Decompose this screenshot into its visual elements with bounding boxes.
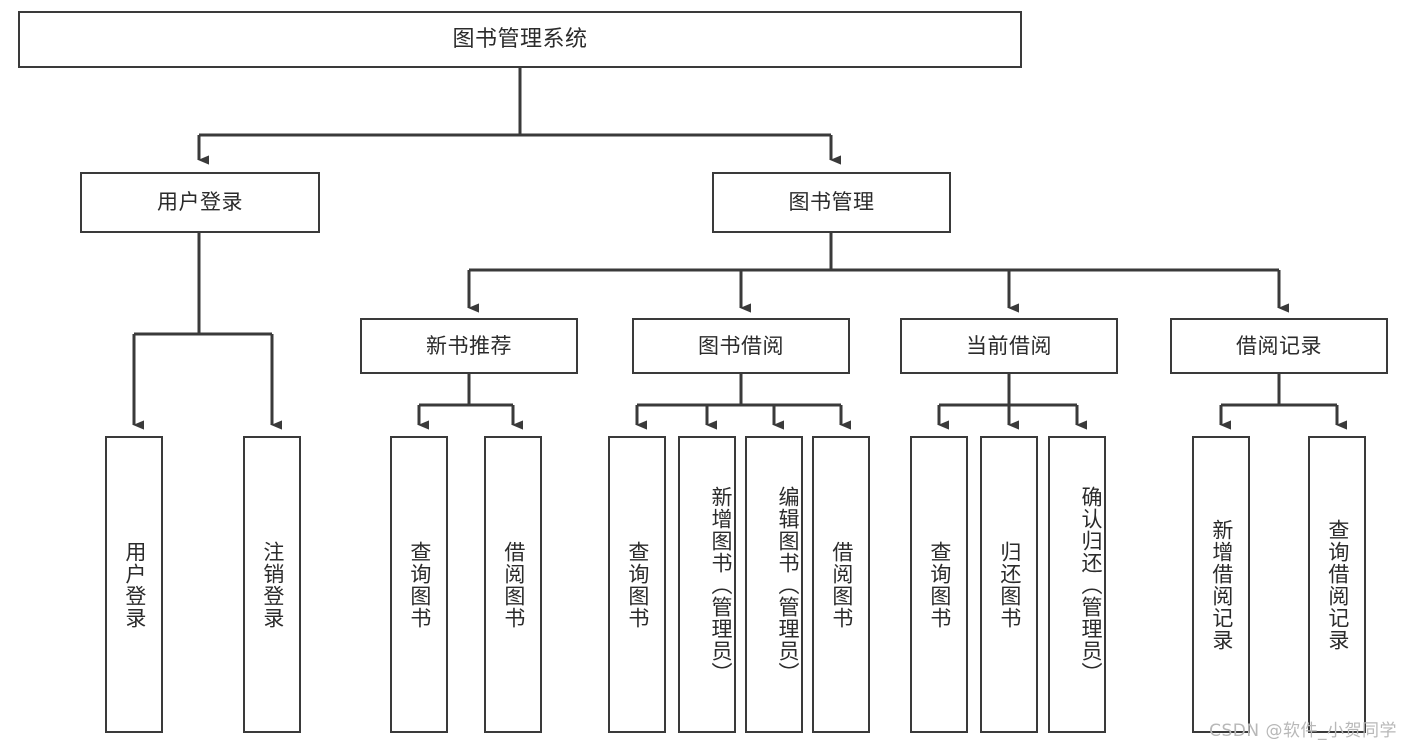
node-label: 借阅图书 [501, 540, 526, 629]
node-label: 查询图书 [625, 540, 650, 629]
node-root-system[interactable]: 图书管理系统 [18, 11, 1022, 68]
node-borrow-records[interactable]: 借阅记录 [1170, 318, 1388, 374]
leaf-query-borrow-record[interactable]: 查询借阅记录 [1308, 436, 1366, 733]
node-label: 注销登录 [260, 540, 285, 629]
node-label: 图书借阅 [698, 333, 784, 358]
node-label: 用户登录 [157, 190, 243, 215]
node-book-borrow[interactable]: 图书借阅 [632, 318, 850, 374]
node-label: 借阅图书 [829, 540, 854, 629]
leaf-logout[interactable]: 注销登录 [243, 436, 301, 733]
leaf-edit-book-admin[interactable]: 编辑图书（管理员） [745, 436, 803, 733]
leaf-add-borrow-record[interactable]: 新增借阅记录 [1192, 436, 1250, 733]
node-label: 新书推荐 [426, 333, 512, 358]
node-label: 编辑图书（管理员） [776, 485, 800, 684]
node-label: 借阅记录 [1236, 333, 1322, 358]
node-new-book-recommend[interactable]: 新书推荐 [360, 318, 578, 374]
node-label: 图书管理 [788, 190, 875, 215]
leaf-confirm-return-admin[interactable]: 确认归还（管理员） [1048, 436, 1106, 733]
node-label: 图书管理系统 [452, 26, 588, 52]
leaf-add-book-admin[interactable]: 新增图书（管理员） [678, 436, 736, 733]
node-label: 当前借阅 [966, 333, 1052, 358]
node-label: 新增图书（管理员） [709, 485, 733, 684]
leaf-borrow-book-recommend[interactable]: 借阅图书 [484, 436, 542, 733]
leaf-borrow-book[interactable]: 借阅图书 [812, 436, 870, 733]
node-label: 确认归还（管理员） [1079, 485, 1103, 684]
node-label: 查询图书 [927, 540, 952, 629]
leaf-query-book-current[interactable]: 查询图书 [910, 436, 968, 733]
node-label: 新增借阅记录 [1209, 518, 1234, 651]
leaf-query-book-recommend[interactable]: 查询图书 [390, 436, 448, 733]
node-current-borrow[interactable]: 当前借阅 [900, 318, 1118, 374]
csdn-watermark: CSDN @软件_小贺同学 [1209, 721, 1397, 741]
node-user-login[interactable]: 用户登录 [80, 172, 320, 233]
leaf-return-book[interactable]: 归还图书 [980, 436, 1038, 733]
node-book-management[interactable]: 图书管理 [712, 172, 951, 233]
node-label: 查询图书 [407, 540, 432, 629]
node-label: 用户登录 [122, 540, 147, 629]
node-label: 归还图书 [997, 540, 1022, 629]
node-label: 查询借阅记录 [1325, 518, 1350, 651]
leaf-query-book-borrow[interactable]: 查询图书 [608, 436, 666, 733]
leaf-user-login[interactable]: 用户登录 [105, 436, 163, 733]
